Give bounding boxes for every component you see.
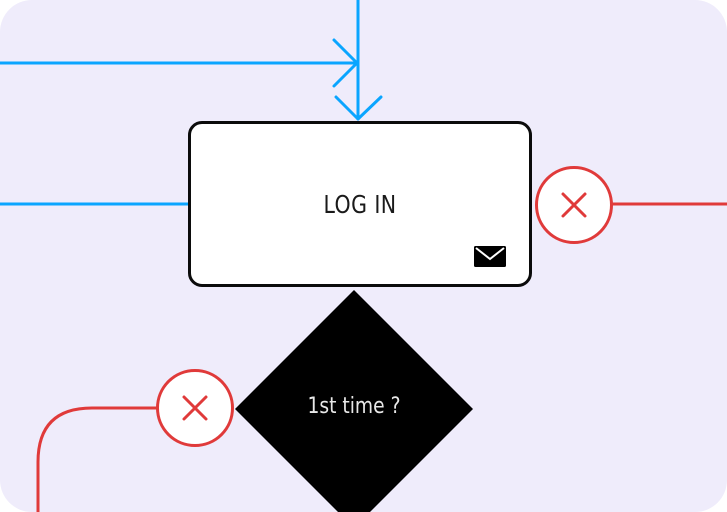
- login-node[interactable]: LOG IN: [188, 121, 532, 287]
- mail-icon: [474, 246, 506, 267]
- incoming-arrow-vertical[interactable]: [334, 0, 383, 121]
- incoming-arrow-horizontal[interactable]: [0, 38, 359, 88]
- first-time-decision[interactable]: [235, 290, 473, 512]
- close-icon: [182, 395, 208, 421]
- arrowhead-down-icon: [334, 95, 383, 121]
- first-time-decision-label: 1st time ?: [307, 394, 401, 419]
- login-node-label: LOG IN: [323, 190, 397, 219]
- reject-line-curve-left[interactable]: [36, 406, 157, 512]
- reject-badge-login[interactable]: [534, 165, 614, 245]
- reject-badge-first-time[interactable]: [155, 368, 235, 448]
- close-icon: [561, 192, 587, 218]
